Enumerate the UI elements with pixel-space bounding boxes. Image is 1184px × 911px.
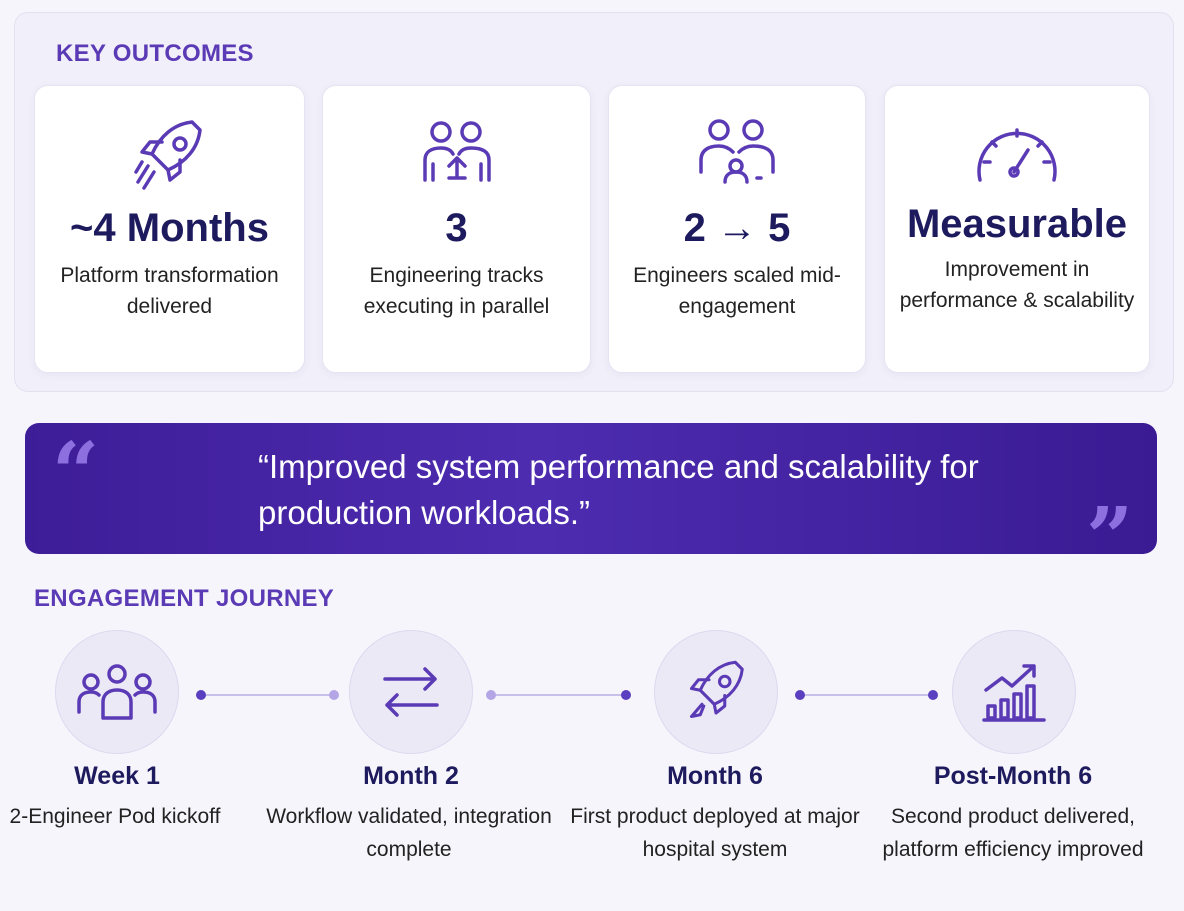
step-title: Month 2 xyxy=(363,762,459,790)
timeline-connector xyxy=(804,694,934,696)
outcome-description: Platform transformation delivered xyxy=(60,264,279,318)
timeline-dot xyxy=(928,690,938,700)
people-scaling-icon xyxy=(695,116,779,201)
step-description: Workflow validated, integration complete xyxy=(266,805,552,861)
timeline-dot xyxy=(329,690,339,700)
outcome-description: Engineers scaled mid-engagement xyxy=(633,264,841,318)
outcome-card-duration: ~4 Months Platform transformation delive… xyxy=(34,85,305,373)
step-month-2-circle xyxy=(349,630,473,754)
rocket-icon xyxy=(130,116,210,201)
testimonial-banner xyxy=(25,423,1157,554)
timeline-connector xyxy=(205,694,335,696)
step-post-month-6-circle xyxy=(952,630,1076,754)
step-title: Week 1 xyxy=(74,762,160,790)
engagement-journey-title: ENGAGEMENT JOURNEY xyxy=(34,585,335,612)
outcome-metric: 2 → 5 xyxy=(683,206,791,250)
outcome-card-tracks: 3 Engineering tracks executing in parall… xyxy=(322,85,591,373)
outcome-metric: ~4 Months xyxy=(70,206,269,250)
gauge-icon xyxy=(972,116,1062,201)
step-description: First product deployed at major hospital… xyxy=(570,805,860,861)
timeline-dot xyxy=(621,690,631,700)
timeline-dot xyxy=(196,690,206,700)
outcome-metric: 3 xyxy=(445,206,468,250)
outcome-card-engineers: 2 → 5 Engineers scaled mid-engagement xyxy=(608,85,866,373)
step-title: Month 6 xyxy=(667,762,763,790)
timeline-dot xyxy=(486,690,496,700)
step-week-1-circle xyxy=(55,630,179,754)
timeline-dot xyxy=(795,690,805,700)
step-description: 2-Engineer Pod kickoff xyxy=(9,805,221,828)
step-month-6-circle xyxy=(654,630,778,754)
timeline-connector xyxy=(495,694,625,696)
key-outcomes-title: KEY OUTCOMES xyxy=(56,40,254,67)
testimonial-quote: “Improved system performance and scalabi… xyxy=(258,448,979,531)
open-quote-icon: “ xyxy=(52,425,100,521)
outcome-metric: Measurable xyxy=(906,202,1128,246)
outcome-description: Engineering tracks executing in parallel xyxy=(363,264,550,318)
step-title: Post-Month 6 xyxy=(933,762,1093,790)
outcome-description: Improvement in performance & scalability xyxy=(899,258,1135,312)
team-icon xyxy=(417,116,497,201)
outcome-card-improvement: Measurable Improvement in performance & … xyxy=(884,85,1150,373)
step-description: Second product delivered, platform effic… xyxy=(882,805,1144,861)
close-quote-icon: ” xyxy=(1086,490,1134,586)
